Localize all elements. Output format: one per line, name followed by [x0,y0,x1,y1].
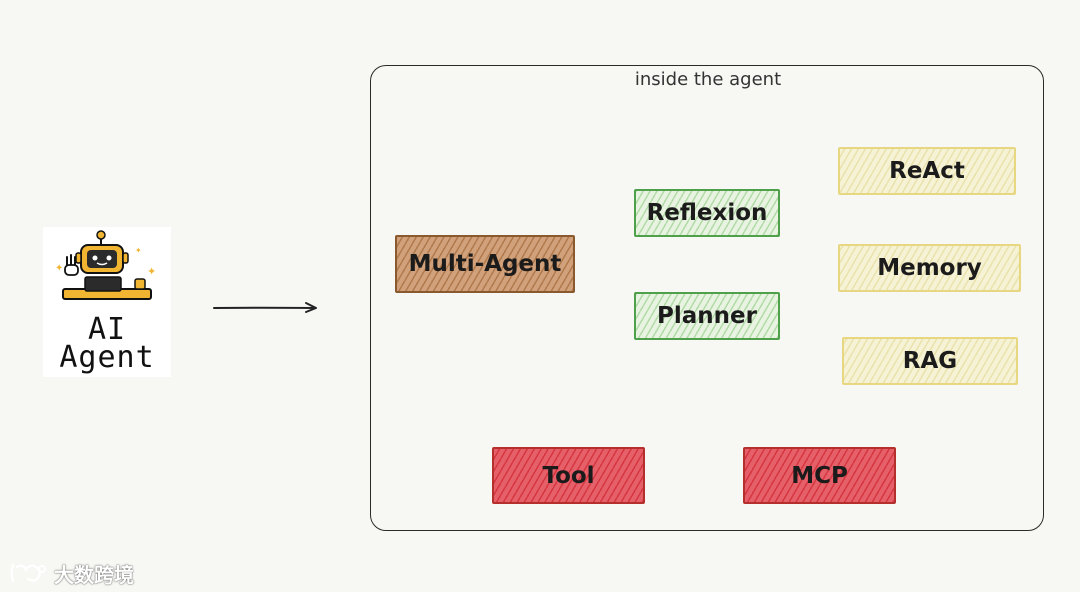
node-memory-label: Memory [877,255,982,281]
mascot-title-line2: Agent [59,340,155,375]
node-planner-label: Planner [657,303,757,329]
svg-text:✦: ✦ [135,246,142,255]
robot-mascot-icon: ✦ ✦ ✦ [55,230,156,300]
node-multi-agent-label: Multi-Agent [408,251,562,277]
node-multi-agent: Multi-Agent [395,235,575,293]
brand-logo-icon [10,563,46,583]
node-react-label: ReAct [889,158,965,184]
node-reflexion: Reflexion [634,189,780,237]
mascot-title-line1: AI [87,312,127,347]
node-planner: Planner [634,292,780,340]
node-mcp: MCP [743,447,896,504]
node-tool-label: Tool [542,462,595,489]
node-rag-label: RAG [902,348,958,374]
watermark-text: 大数跨境 [54,562,134,587]
agent-internals-container: inside the agent [370,65,1044,531]
svg-text:✦: ✦ [55,263,63,274]
ai-agent-mascot: ✦ ✦ ✦ AI Agent [43,227,171,377]
node-mcp-label: MCP [791,462,848,489]
container-title: inside the agent [634,69,782,90]
node-tool: Tool [492,447,645,504]
right-arrow-icon [213,302,317,313]
svg-text:✦: ✦ [147,265,156,278]
watermark: 大数跨境 [8,558,134,588]
node-memory: Memory [838,244,1021,292]
node-reflexion-label: Reflexion [646,200,768,226]
node-react: ReAct [838,147,1016,195]
node-rag: RAG [842,337,1018,385]
